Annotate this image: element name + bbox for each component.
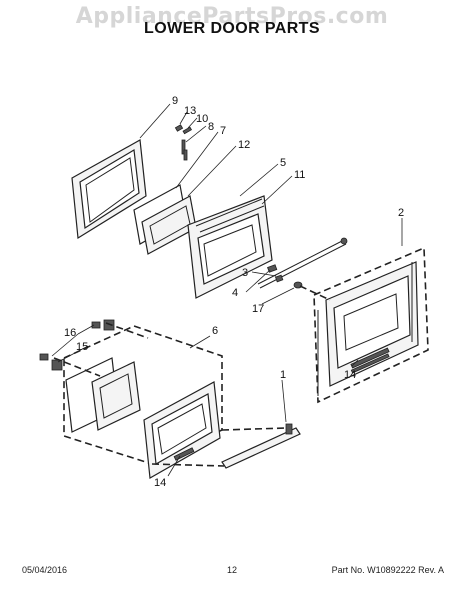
callout-14-upper: 14 — [344, 369, 356, 381]
callout-2: 2 — [398, 207, 404, 219]
lower-door-front-panel-part — [143, 381, 221, 479]
watermark: AppliancePartsPros.com — [75, 4, 389, 29]
callout-9: 9 — [172, 95, 178, 107]
callout-11: 11 — [294, 169, 305, 181]
footer-part-number: Part No. W10892222 Rev. A — [331, 565, 444, 575]
callout-4: 4 — [232, 287, 238, 299]
hinge-rod-part — [257, 237, 348, 289]
assembly-guide-lines — [53, 285, 331, 467]
page-title: LOWER DOOR PARTS — [144, 20, 320, 37]
callout-8: 8 — [208, 121, 214, 133]
callout-7: 7 — [220, 125, 226, 137]
callout-3: 3 — [242, 267, 248, 279]
callout-16: 16 — [64, 327, 76, 339]
callout-14-lower: 14 — [154, 477, 166, 489]
bottom-trim-strip-part — [221, 423, 301, 469]
fastener-parts — [174, 124, 193, 161]
door-glass-frame-part — [71, 139, 147, 240]
callout-leader-lines — [51, 103, 403, 477]
callout-10: 10 — [196, 113, 208, 125]
callout-labels: 9 13 10 8 7 12 5 11 2 4 3 17 16 15 6 1 1… — [64, 95, 404, 489]
outer-door-assembly-part — [313, 246, 429, 404]
callout-6: 6 — [212, 325, 218, 337]
callout-12: 12 — [238, 139, 250, 151]
callout-13: 13 — [184, 105, 196, 117]
callout-17: 17 — [252, 303, 264, 315]
inner-door-panel-part — [187, 195, 273, 299]
footer-page-number: 12 — [226, 565, 237, 575]
footer-date: 05/04/2016 — [22, 565, 68, 575]
callout-1: 1 — [280, 369, 286, 381]
callout-15: 15 — [76, 341, 88, 353]
callout-5: 5 — [280, 157, 286, 169]
inner-glass-panel-part — [133, 184, 197, 255]
